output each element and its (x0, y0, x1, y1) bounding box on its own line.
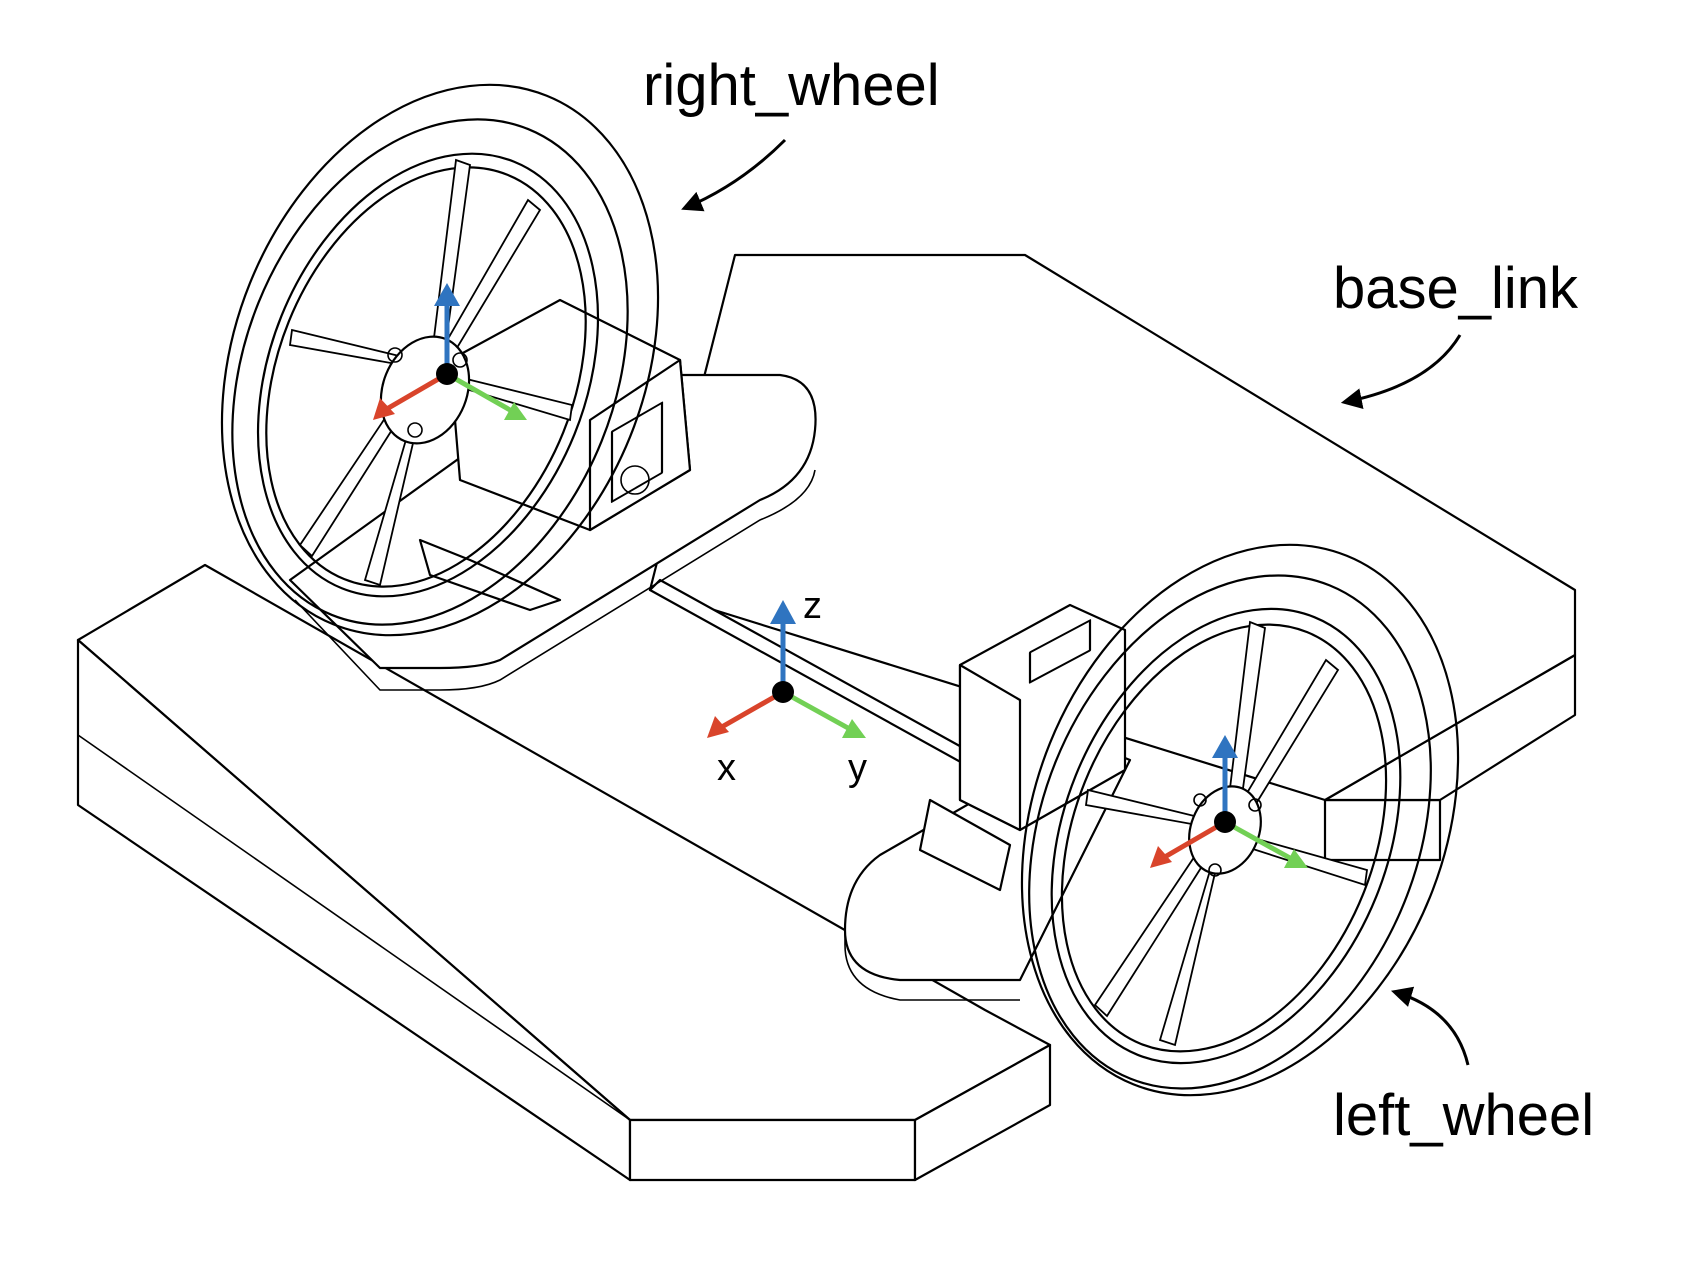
right-wheel-label: right_wheel (643, 53, 940, 118)
right-wheel-assembly (220, 83, 817, 691)
right-wheel-y-arrowhead (504, 402, 527, 420)
right-wheel-z-arrowhead (434, 283, 460, 306)
left-wheel-y-arrowhead (1284, 849, 1308, 868)
base-link-callout: base_link (1333, 256, 1579, 409)
left-wheel-z-arrowhead (1212, 735, 1238, 758)
left-wheel-frame (1150, 735, 1308, 868)
base-z-arrowhead (770, 600, 796, 624)
base-link-label: base_link (1333, 256, 1579, 321)
base-y-arrowhead (842, 719, 866, 738)
right-wheel-x-axis (383, 371, 449, 413)
right-wheel-x-arrowhead (373, 398, 395, 420)
left-motor (918, 603, 1127, 892)
right-wheel-pointer-arrow (681, 138, 787, 212)
base-link-body (76, 253, 1577, 1182)
left-wheel-pointer-arrow (1390, 986, 1470, 1066)
right-wheel-frame (373, 283, 527, 420)
base-rear-plate (648, 253, 1577, 862)
base-link-frame: z x y (707, 585, 867, 789)
left-wheel-x-axis (1161, 819, 1227, 861)
left-wheel-assembly (843, 543, 1460, 1097)
base-x-arrowhead (707, 716, 729, 738)
base-x-axis (718, 689, 785, 731)
base-origin (772, 681, 794, 703)
base-front-plate (76, 563, 1052, 1182)
right-wheel-y-axis (445, 371, 512, 413)
right-wheel-origin (436, 363, 458, 385)
left-wheel-callout: left_wheel (1333, 986, 1594, 1148)
left-wheel-x-arrowhead (1150, 846, 1172, 868)
left-wheel-y-axis (1223, 819, 1292, 861)
left-wheel-label: left_wheel (1333, 1083, 1594, 1148)
base-x-label: x (717, 747, 736, 789)
base-y-label: y (848, 747, 867, 789)
base-y-axis (781, 689, 850, 731)
base-link-pointer-arrow (1340, 334, 1462, 409)
right-wheel (220, 83, 660, 637)
left-wheel-origin (1214, 811, 1236, 833)
base-z-label: z (803, 585, 822, 627)
right-wheel-callout: right_wheel (643, 53, 940, 212)
